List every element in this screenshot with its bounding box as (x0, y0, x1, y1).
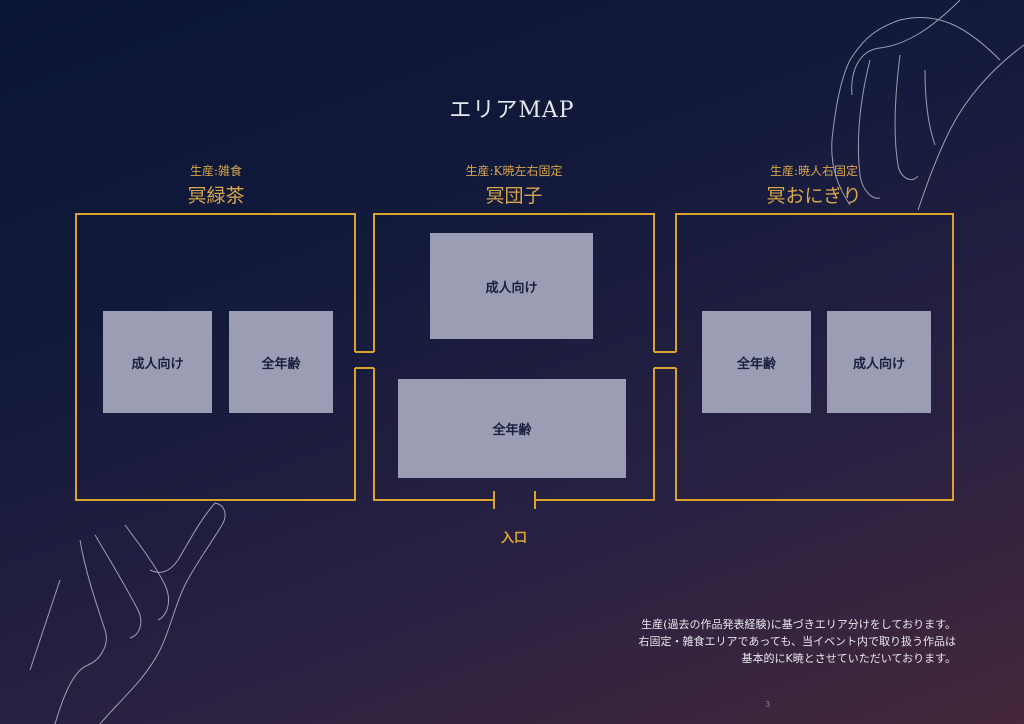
zone-name: 冥団子 (485, 185, 543, 207)
page-title: エリアMAP (449, 98, 575, 123)
entrance-label: 入口 (500, 531, 527, 546)
block-all-ages-right: 全年齢 (702, 311, 811, 413)
hand-illustration-bottom (29, 502, 226, 724)
block-adult-center: 成人向け (430, 233, 593, 339)
zone-name: 冥緑茶 (187, 185, 245, 207)
block-all-ages-left: 全年齢 (229, 311, 333, 413)
block-all-ages-center: 全年齢 (398, 379, 626, 478)
area-note: 生産(過去の作品発表経験)に基づきエリア分けをしております。 右固定・雑食エリア… (639, 616, 956, 667)
floor-plan-walls (75, 213, 954, 509)
zone-production-label: 生産:K暁左右固定 (465, 164, 563, 178)
hand-illustration-top (831, 0, 1024, 211)
zone-header-left: 生産:雑食 冥緑茶 (116, 162, 316, 208)
zone-header-right: 生産:暁人右固定 冥おにぎり (714, 162, 914, 208)
note-line: 生産(過去の作品発表経験)に基づきエリア分けをしております。 (641, 618, 956, 631)
page-number: 3 (765, 700, 771, 709)
note-line: 基本的にK暁とさせていただいております。 (741, 652, 956, 665)
zone-production-label: 生産:雑食 (189, 164, 243, 178)
zone-name: 冥おにぎり (766, 185, 862, 207)
block-adult-left: 成人向け (103, 311, 212, 413)
block-adult-right: 成人向け (827, 311, 931, 413)
zone-production-label: 生産:暁人右固定 (769, 164, 859, 178)
zone-header-center: 生産:K暁左右固定 冥団子 (414, 162, 614, 208)
note-line: 右固定・雑食エリアであっても、当イベント内で取り扱う作品は (638, 635, 956, 648)
